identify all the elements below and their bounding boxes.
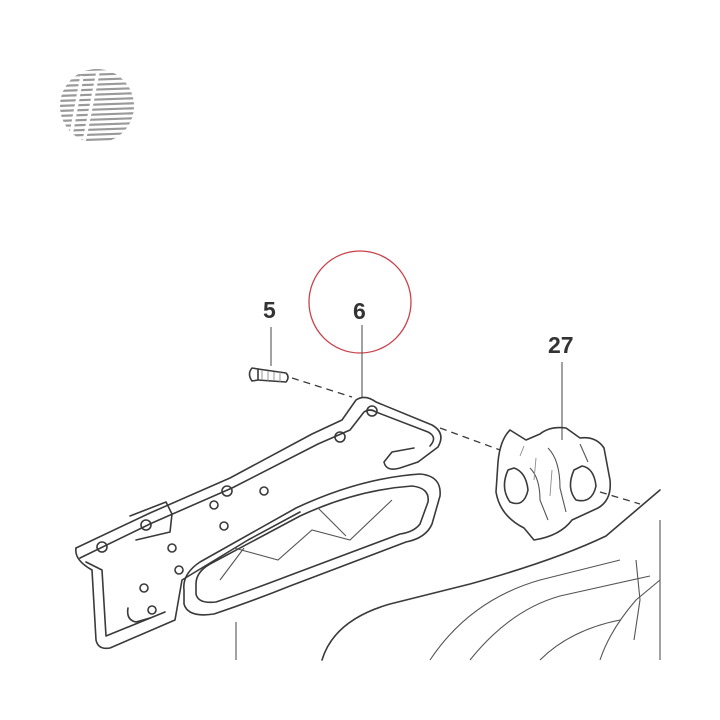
assembly-axis-screw <box>291 377 353 398</box>
assembly-axis-mount <box>439 427 501 451</box>
grip-plate <box>183 473 441 616</box>
bracket-part <box>75 396 442 559</box>
highlight-ring <box>308 250 412 354</box>
callout-label-5: 5 <box>263 297 276 323</box>
callout-label-6: 6 <box>353 298 366 324</box>
striped-circle-icon <box>60 69 134 143</box>
mount-plate <box>75 500 301 650</box>
callout-label-27: 27 <box>548 332 574 358</box>
mount-part <box>495 426 612 541</box>
screw-part <box>248 367 289 383</box>
housing-body <box>321 489 661 661</box>
assembly-axis-mount-2 <box>599 491 641 505</box>
